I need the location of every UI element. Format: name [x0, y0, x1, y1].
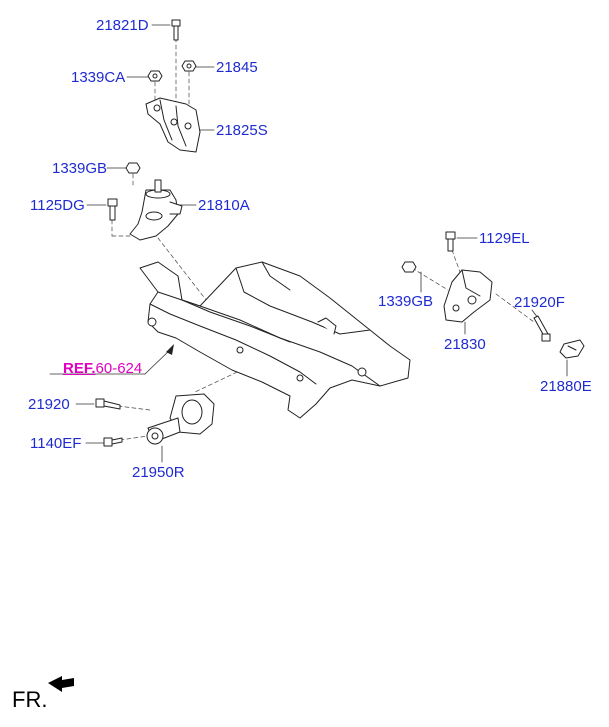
label-1339CA[interactable]: 1339CA — [71, 69, 126, 86]
bolt-21920F — [533, 315, 551, 342]
nut-1339GB-right — [401, 261, 417, 273]
bracket-21830 — [443, 269, 493, 323]
mount-21810A — [129, 179, 183, 241]
label-21920F[interactable]: 21920F — [514, 294, 565, 311]
roll-rod-21950R — [146, 393, 215, 445]
ref-arrowhead — [166, 344, 174, 355]
alignment-lines — [111, 37, 535, 441]
bolt-21920 — [95, 398, 121, 410]
label-1129EL[interactable]: 1129EL — [479, 230, 530, 247]
bracket-21825S — [145, 97, 201, 153]
label-21845[interactable]: 21845 — [216, 59, 258, 76]
reference-prefix: REF. — [63, 360, 96, 377]
nut-1339GB-top — [125, 162, 141, 174]
leader-lines — [49, 24, 568, 463]
label-1125DG[interactable]: 1125DG — [30, 197, 85, 214]
bolt-21821D — [171, 19, 181, 41]
label-21920[interactable]: 21920 — [28, 396, 70, 413]
label-21825S[interactable]: 21825S — [216, 122, 268, 139]
reference-link[interactable]: REF.60-624 — [63, 361, 142, 376]
front-direction-arrow-icon — [48, 676, 74, 692]
label-21880E[interactable]: 21880E — [540, 378, 592, 395]
bracket-21880E — [559, 339, 585, 359]
front-orientation-label: FR. — [12, 687, 48, 712]
bolt-1140EF — [103, 437, 123, 447]
label-1339GB-top[interactable]: 1339GB — [52, 160, 108, 177]
subframe-crossmember — [139, 261, 411, 419]
reference-number: 60-624 — [95, 360, 143, 377]
label-1140EF[interactable]: 1140EF — [30, 435, 82, 452]
label-1339GB-right[interactable]: 1339GB — [378, 293, 434, 310]
bolt-1125DG — [107, 198, 118, 221]
nut-21845 — [181, 60, 197, 72]
label-21810A[interactable]: 21810A — [198, 197, 250, 214]
nut-1339CA — [147, 70, 163, 82]
label-21950R[interactable]: 21950R — [132, 464, 185, 481]
label-21830[interactable]: 21830 — [444, 336, 486, 353]
label-21821D[interactable]: 21821D — [96, 17, 149, 34]
bolt-1129EL — [445, 231, 456, 252]
